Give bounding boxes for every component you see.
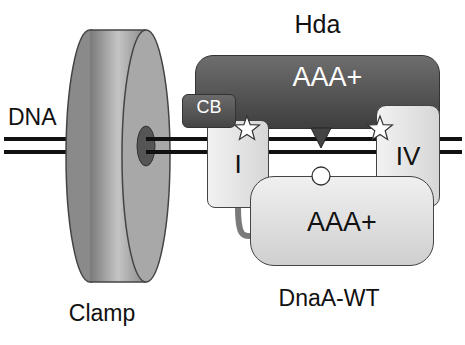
domain-number: IV	[396, 141, 421, 172]
part-label: Clamp	[46, 300, 158, 327]
clamp-hole	[137, 126, 155, 166]
clamp-shape	[62, 28, 172, 290]
contact-circle	[309, 164, 333, 188]
dnaa-aaa-domain: AAA+DnaA-WT	[250, 176, 434, 266]
circle-shape	[312, 167, 330, 185]
domain-label: AAA+	[196, 56, 439, 93]
protein-name: DnaA-WT	[231, 285, 427, 312]
dna-strand	[146, 150, 172, 154]
strand-label: DNA	[8, 104, 57, 131]
domain-label: AAA+	[251, 177, 433, 238]
star-shape	[368, 116, 393, 140]
clamp-edge	[90, 29, 146, 31]
contact-triangle	[309, 126, 333, 150]
clamp-front	[122, 30, 170, 282]
domain-label: CB	[196, 97, 221, 118]
star-shape	[235, 116, 260, 140]
dna-strand	[146, 137, 172, 141]
clamp-edge	[90, 281, 146, 283]
clamp-body	[90, 30, 146, 282]
domain-number: I	[234, 149, 241, 180]
clamp-ring: Clamp	[62, 28, 172, 290]
cb-domain: CB	[182, 94, 236, 128]
clamp-back	[66, 30, 114, 282]
protein-name: Hda	[196, 10, 439, 39]
triangle-shape	[311, 128, 331, 148]
